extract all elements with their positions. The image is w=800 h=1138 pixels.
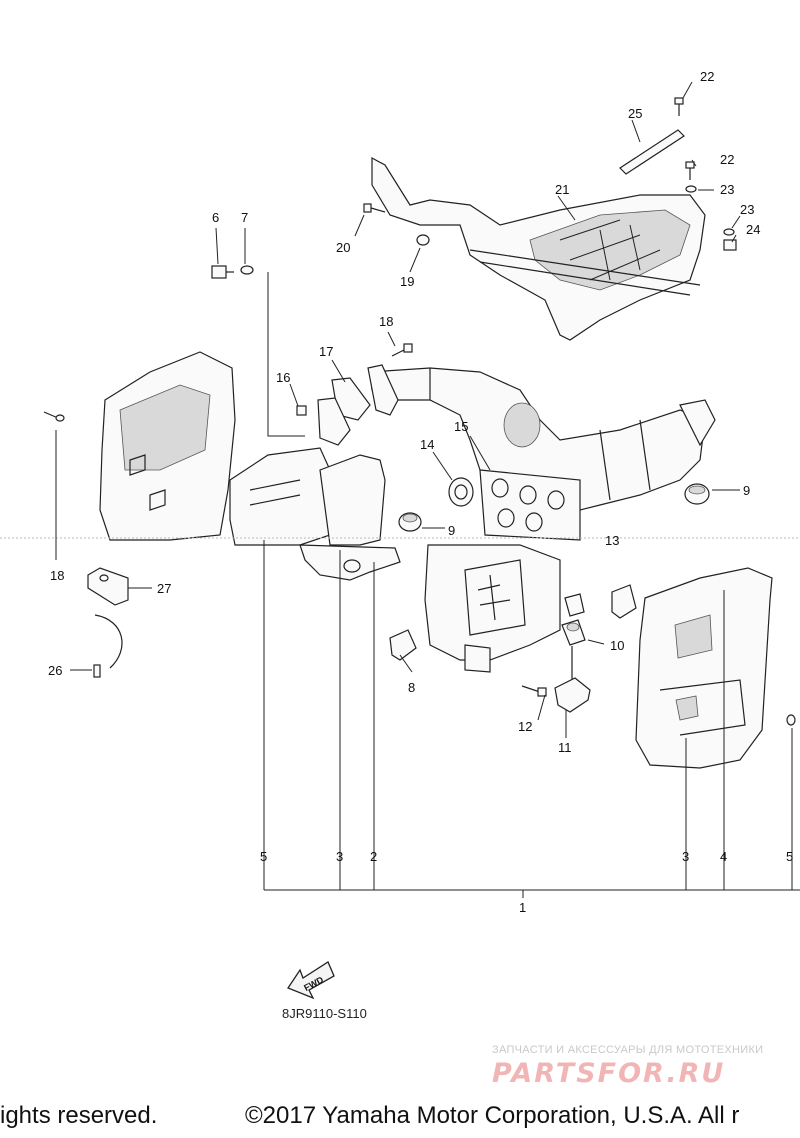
callout-2: 2 bbox=[370, 849, 377, 864]
nut-part-19 bbox=[416, 234, 430, 246]
callout-23-upper: 23 bbox=[720, 182, 734, 197]
callout-5-right: 5 bbox=[786, 849, 793, 864]
callout-13: 13 bbox=[605, 533, 619, 548]
heat-shield-part-2 bbox=[319, 454, 386, 546]
bolt-part-6 bbox=[211, 265, 234, 279]
fwd-arrow-icon: FWD bbox=[287, 961, 335, 1000]
callout-20: 20 bbox=[336, 240, 350, 255]
callout-22-upper: 22 bbox=[700, 69, 714, 84]
callout-16: 16 bbox=[276, 370, 290, 385]
callout-27: 27 bbox=[157, 581, 171, 596]
clip-part-24 bbox=[723, 239, 737, 251]
muffler-lower-left bbox=[299, 544, 401, 581]
callout-9-middle: 9 bbox=[448, 523, 455, 538]
damper-part-9-right bbox=[684, 483, 710, 505]
heat-protector-part-21 bbox=[371, 156, 706, 341]
callout-10: 10 bbox=[610, 638, 624, 653]
watermark-logo: PARTSFOR.RU bbox=[492, 1058, 726, 1089]
gasket-part-7 bbox=[240, 265, 254, 275]
bracket-part-11 bbox=[554, 646, 591, 713]
callout-3-right: 3 bbox=[682, 849, 689, 864]
callout-24: 24 bbox=[746, 222, 760, 237]
callout-15: 15 bbox=[454, 419, 468, 434]
callout-18-left: 18 bbox=[50, 568, 64, 583]
callout-19: 19 bbox=[400, 274, 414, 289]
watermark-tagline: ЗАПЧАСТИ И АКСЕССУАРЫ ДЛЯ МОТОТЕХНИКИ bbox=[492, 1044, 764, 1056]
callout-14: 14 bbox=[420, 437, 434, 452]
gasket-part-17 bbox=[317, 377, 371, 446]
callout-26: 26 bbox=[48, 663, 62, 678]
bolt-part-12 bbox=[521, 685, 547, 697]
clamp-part-8 bbox=[389, 629, 417, 661]
callout-22-lower: 22 bbox=[720, 152, 734, 167]
flange-bracket bbox=[367, 364, 399, 416]
callout-21: 21 bbox=[555, 182, 569, 197]
callout-8: 8 bbox=[408, 680, 415, 695]
damper-upper bbox=[564, 593, 585, 617]
stay-arc bbox=[94, 614, 123, 669]
bolt-part-26 bbox=[93, 664, 101, 678]
muffler-cover-part-4 bbox=[635, 567, 796, 769]
washer-part-23-lower bbox=[723, 228, 735, 236]
callout-3-left: 3 bbox=[336, 849, 343, 864]
callout-11: 11 bbox=[558, 740, 572, 755]
muffler-body-center bbox=[424, 544, 561, 673]
damper-part-9-middle bbox=[398, 512, 422, 532]
damper-part-10 bbox=[561, 619, 586, 646]
callout-6: 6 bbox=[212, 210, 219, 225]
bolt-part-22-lower bbox=[685, 161, 695, 180]
gasket-part-14 bbox=[448, 477, 474, 507]
exhaust-pipe-part-15 bbox=[369, 367, 716, 541]
nut-part-16 bbox=[296, 405, 307, 416]
screw-part-18-left bbox=[43, 411, 65, 422]
bolt-part-20 bbox=[363, 203, 386, 213]
strap-part-25 bbox=[619, 129, 685, 175]
callout-9-right: 9 bbox=[743, 483, 750, 498]
bolt-part-22-upper bbox=[674, 97, 684, 116]
washer-part-23-upper bbox=[685, 185, 697, 193]
callout-12: 12 bbox=[518, 719, 532, 734]
heat-shield-left bbox=[99, 351, 236, 541]
bracket-part-27 bbox=[87, 567, 129, 606]
bolt-part-18-upper bbox=[391, 343, 413, 357]
callout-25: 25 bbox=[628, 106, 642, 121]
bracket-part-13 bbox=[611, 584, 637, 619]
callout-5-left: 5 bbox=[260, 849, 267, 864]
callout-18-upper: 18 bbox=[379, 314, 393, 329]
callout-4: 4 bbox=[720, 849, 727, 864]
callout-17: 17 bbox=[319, 344, 333, 359]
copyright-left: ights reserved. bbox=[0, 1102, 158, 1129]
diagram-code: 8JR9110-S110 bbox=[282, 1006, 367, 1021]
leader-lines bbox=[55, 81, 800, 898]
callout-labels: 1 2 3 3 4 5 5 6 7 8 9 9 10 11 12 13 14 1… bbox=[48, 69, 793, 915]
callout-1: 1 bbox=[519, 900, 526, 915]
callout-7: 7 bbox=[241, 210, 248, 225]
callout-23-lower: 23 bbox=[740, 202, 754, 217]
copyright-right: ©2017 Yamaha Motor Corporation, U.S.A. A… bbox=[245, 1102, 740, 1129]
muffler-body-left bbox=[229, 447, 331, 546]
